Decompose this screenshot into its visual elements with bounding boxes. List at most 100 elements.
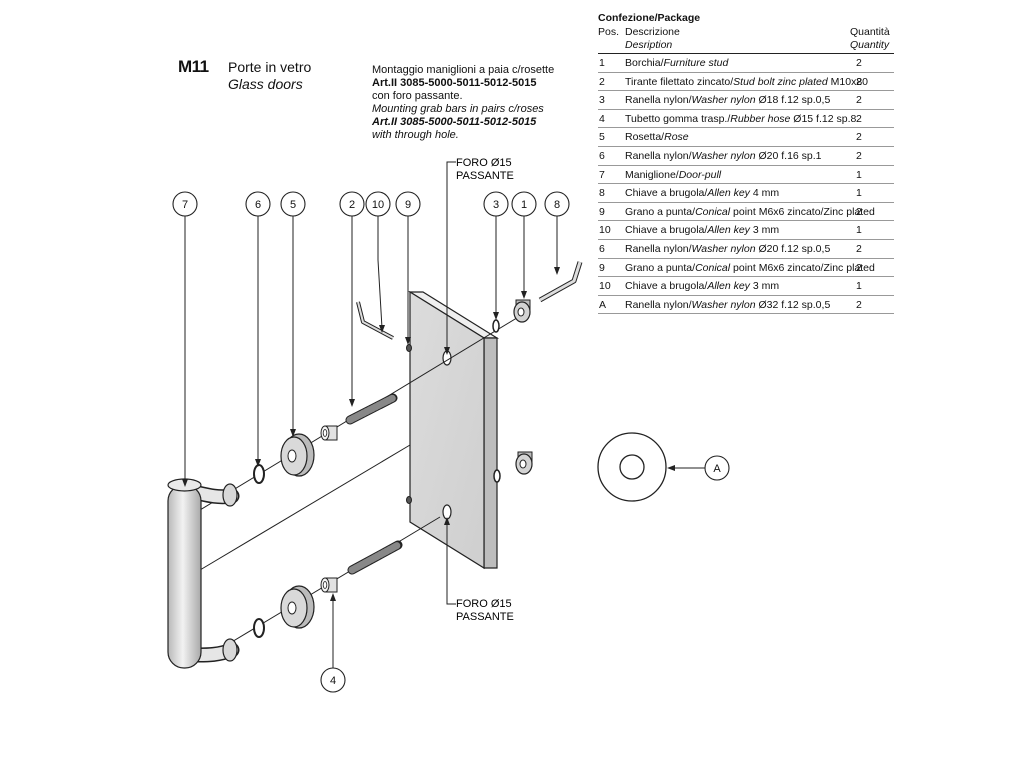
row-description: Rosetta/Rose (625, 131, 689, 143)
desc-line-2: Art.II 3085-5000-5011-5012-5015 (372, 77, 537, 89)
hole-label-bottom-1: FORO Ø15 (456, 598, 512, 610)
row-quantity: 2 (856, 298, 862, 311)
washer-nylon-18-bottom (493, 469, 501, 483)
row-quantity: 2 (856, 149, 862, 162)
stud-bolt-top (345, 393, 398, 425)
row-desc-italian: Grano a punta/ (625, 205, 696, 218)
row-pos: 9 (599, 261, 605, 274)
balloon-8: 8 (554, 199, 560, 211)
balloon-3-circle (483, 191, 509, 217)
row-quantity: 2 (856, 131, 862, 144)
rose-top (280, 433, 315, 477)
desc-line-4: Mounting grab bars in pairs c/roses (372, 103, 544, 115)
balloon-5-circle (280, 191, 306, 217)
row-description: Chiave a brugola/Allen key 4 mm (625, 187, 779, 199)
row-desc-italian: Borchia/ (625, 57, 664, 69)
row-quantity: 2 (856, 242, 862, 255)
row-description: Chiave a brugola/Allen key 3 mm (625, 280, 779, 292)
row-desc-english: Furniture stud (663, 57, 729, 69)
row-description: Borchia/Furniture stud (625, 57, 728, 69)
washer-nylon-bottom (253, 618, 265, 638)
row-description: Ranella nylon/Washer nylon Ø20 f.16 sp.1 (625, 150, 822, 162)
balloon-5: 5 (290, 199, 296, 211)
row-desc-spec: 3 mm (749, 224, 780, 237)
row-description: Chiave a brugola/Allen key 3 mm (625, 224, 779, 236)
desc-line-3: con foro passante. (372, 90, 463, 102)
row-desc-english: Conical (695, 205, 731, 218)
row-pos: 5 (599, 131, 605, 144)
furniture-stud-top (513, 299, 531, 323)
washer-nylon-32 (597, 432, 667, 502)
row-pos: 8 (599, 187, 605, 200)
row-desc-english: Washer nylon (691, 242, 756, 255)
row-quantity: 1 (856, 187, 862, 200)
balloon-9: 9 (405, 199, 411, 211)
washer-nylon-18-top (492, 319, 500, 333)
desc-line-1: Montaggio maniglioni a paia c/rosette (372, 64, 555, 76)
package-title: Confezione/Package (598, 12, 701, 24)
row-desc-italian: Ranella nylon/ (625, 94, 692, 107)
package-row: A Ranella nylon/Washer nylon Ø32 f.12 sp.… (598, 296, 894, 315)
row-description: Ranella nylon/Washer nylon Ø32 f.12 sp.0… (625, 299, 830, 311)
balloon-1-circle (511, 191, 537, 217)
header-qty-en: Quantity (850, 39, 890, 51)
row-description: Grano a punta/Conical point M6x6 zincato… (625, 206, 875, 218)
row-quantity: 2 (856, 112, 862, 125)
balloon-10-circle (365, 191, 391, 217)
row-quantity: 1 (856, 168, 862, 181)
row-pos: 10 (599, 224, 611, 237)
grub-screw-top (406, 344, 412, 352)
allen-key-3mm (356, 301, 394, 340)
row-pos: 10 (599, 280, 611, 293)
callout-balloons (172, 191, 730, 693)
balloon-8-circle (544, 191, 570, 217)
header-qty-it: Quantità (850, 26, 890, 38)
row-pos: 6 (599, 149, 605, 162)
row-pos: 4 (599, 112, 605, 125)
rose-bottom (280, 585, 315, 629)
row-desc-spec: Ø20 f.16 sp.1 (755, 149, 822, 162)
balloon-2-circle (339, 191, 365, 217)
row-quantity: 1 (856, 224, 862, 237)
row-pos: A (599, 298, 607, 311)
balloon-7-circle (172, 191, 198, 217)
balloon-4-circle (320, 667, 346, 693)
row-desc-english: Allen key (707, 224, 750, 237)
row-description: Ranella nylon/Washer nylon Ø20 f.12 sp.0… (625, 243, 830, 255)
title-english: Glass doors (228, 76, 303, 92)
row-desc-italian: Tirante filettato zincato/ (625, 75, 734, 88)
hole-label-bottom-2: PASSANTE (456, 611, 514, 623)
row-pos: 7 (599, 168, 605, 181)
row-desc-italian: Ranella nylon/ (625, 149, 692, 162)
row-desc-italian: Ranella nylon/ (625, 242, 692, 255)
row-desc-italian: Chiave a brugola/ (625, 187, 708, 200)
grub-screw-bottom (406, 496, 412, 504)
row-desc-italian: Chiave a brugola/ (625, 280, 708, 293)
balloon-1: 1 (521, 199, 527, 211)
title-italian: Porte in vetro (228, 59, 312, 75)
row-pos: 1 (599, 57, 605, 69)
desc-line-5: Art.II 3085-5000-5011-5012-5015 (372, 116, 537, 128)
assembly-description: Montaggio maniglioni a paia c/rosette Ar… (372, 64, 602, 142)
washer-nylon-top (253, 464, 265, 484)
row-description: Ranella nylon/Washer nylon Ø18 f.12 sp.0… (625, 94, 830, 106)
row-desc-spec: point M6x6 zincato/Zinc plated (730, 261, 875, 274)
row-desc-english: Rose (664, 131, 689, 144)
row-desc-english: Rubber hose (730, 112, 791, 125)
desc-line-6: with through hole. (372, 129, 459, 141)
row-desc-italian: Chiave a brugola/ (625, 224, 708, 237)
row-desc-english: Conical (695, 261, 731, 274)
header-quantity: Quantità Quantity (850, 26, 890, 52)
package-row: 6 Ranella nylon/Washer nylon Ø20 f.16 sp.… (598, 147, 894, 166)
model-code: M11 (178, 57, 209, 76)
package-table: Confezione/Package Pos. Descrizione Desr… (598, 12, 894, 315)
row-pos: 2 (599, 75, 605, 88)
package-rows: 1 Borchia/Furniture stud 2 2 Tirante filetta… (598, 54, 894, 315)
row-quantity: 2 (856, 75, 862, 88)
